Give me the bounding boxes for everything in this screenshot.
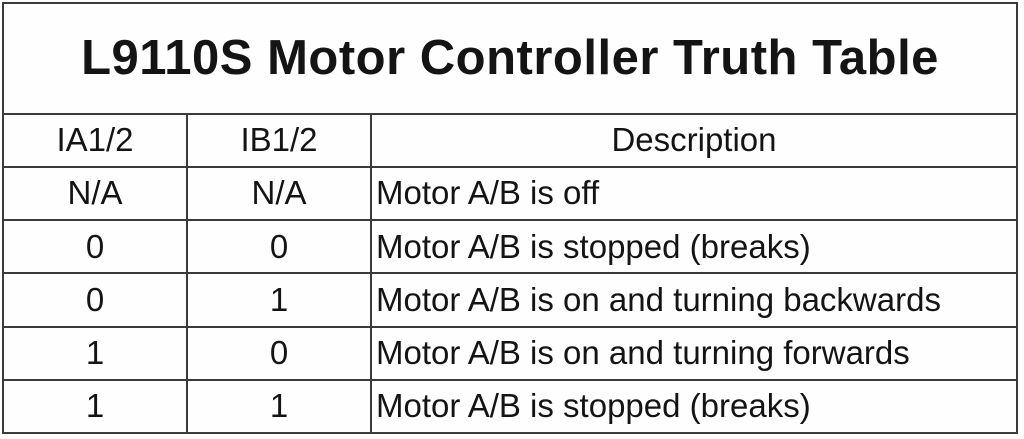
- table-row: 1 1 Motor A/B is stopped (breaks): [2, 378, 1018, 435]
- title-row: L9110S Motor Controller Truth Table: [2, 2, 1018, 115]
- column-header-ia: IA1/2: [2, 112, 188, 168]
- cell-ib: 0: [186, 219, 372, 275]
- table-row: 1 0 Motor A/B is on and turning forwards: [2, 325, 1018, 381]
- cell-description: Motor A/B is stopped (breaks): [370, 219, 1018, 275]
- table-row: 0 1 Motor A/B is on and turning backward…: [2, 272, 1018, 328]
- column-header-description: Description: [370, 112, 1018, 168]
- cell-ia: 1: [2, 325, 188, 381]
- cell-ib: 1: [186, 272, 372, 328]
- page-title: L9110S Motor Controller Truth Table: [2, 2, 1018, 115]
- truth-table: L9110S Motor Controller Truth Table IA1/…: [2, 2, 1018, 435]
- column-header-ib: IB1/2: [186, 112, 372, 168]
- table-row: 0 0 Motor A/B is stopped (breaks): [2, 219, 1018, 275]
- cell-description: Motor A/B is on and turning forwards: [370, 325, 1018, 381]
- cell-ia: N/A: [2, 165, 188, 222]
- cell-ib: N/A: [186, 165, 372, 222]
- table-header-row: IA1/2 IB1/2 Description: [2, 112, 1018, 168]
- cell-ia: 0: [2, 272, 188, 328]
- cell-ia: 1: [2, 378, 188, 435]
- cell-description: Motor A/B is on and turning backwards: [370, 272, 1018, 328]
- cell-description: Motor A/B is stopped (breaks): [370, 378, 1018, 435]
- cell-ia: 0: [2, 219, 188, 275]
- table-row: N/A N/A Motor A/B is off: [2, 165, 1018, 222]
- cell-ib: 0: [186, 325, 372, 381]
- cell-ib: 1: [186, 378, 372, 435]
- cell-description: Motor A/B is off: [370, 165, 1018, 222]
